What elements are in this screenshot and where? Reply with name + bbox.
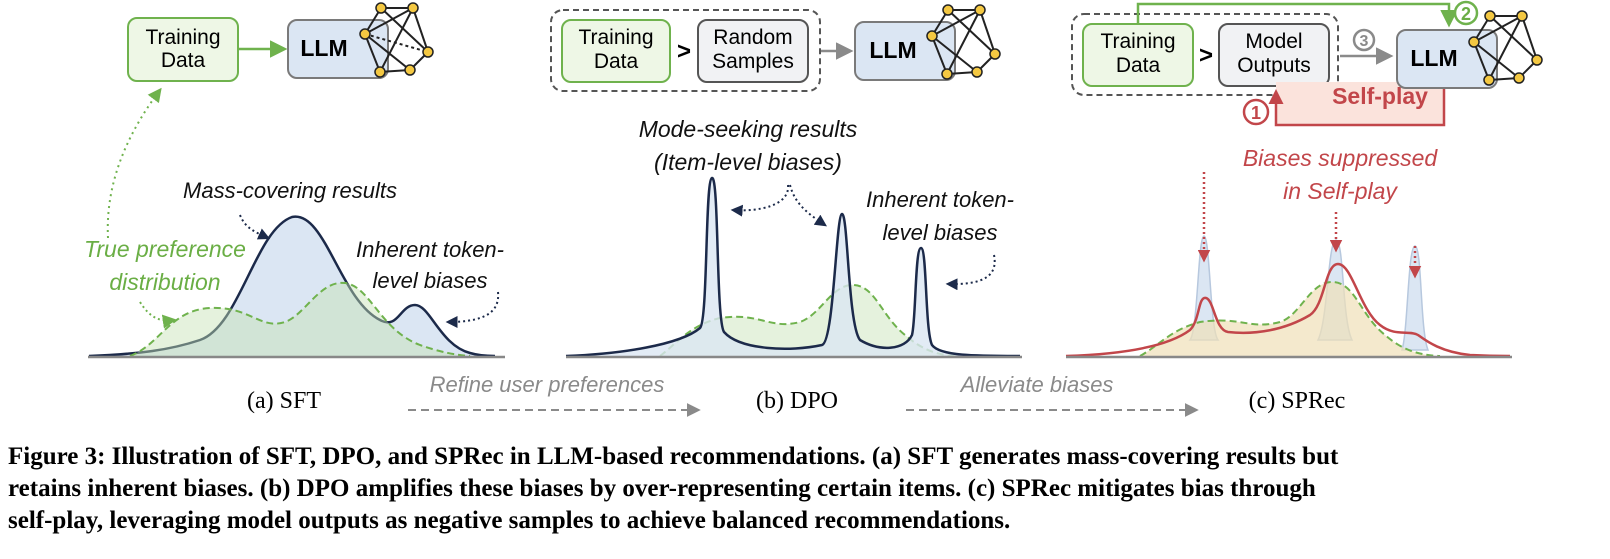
dpo-training-label-1: Training <box>578 26 653 49</box>
sprec-step3-badge: 3 <box>1352 28 1376 52</box>
sft-true-distribution-fill <box>130 282 470 356</box>
sprec-dashed-group <box>1071 13 1339 96</box>
sprec-model-label-2: Outputs <box>1237 54 1311 77</box>
sprec-llm-label: LLM <box>1410 45 1457 71</box>
dpo-panel-label: (b) DPO <box>756 388 838 414</box>
sft-panel-label: (a) SFT <box>247 388 321 414</box>
sft-training-label-2: Data <box>161 49 206 72</box>
sprec-step1-badge: 1 <box>1242 98 1270 126</box>
sft-training-label-1: Training <box>145 26 220 49</box>
svg-text:3: 3 <box>1360 33 1369 50</box>
dpo-learned-distribution-curve <box>565 176 1021 358</box>
dpo-llm-label: LLM <box>869 37 916 63</box>
dpo-token-bias-label-1: Inherent token- <box>866 187 1014 212</box>
dpo-dashed-group <box>550 9 821 92</box>
sprec-true-distribution-curve <box>1139 280 1441 357</box>
sft-training-data-box: Training Data <box>127 17 239 82</box>
dpo-random-label-1: Random <box>713 26 792 49</box>
sprec-gt-symbol: > <box>1199 42 1213 69</box>
sft-mass-covering-label: Mass-covering results <box>183 178 397 203</box>
sft-learned-distribution-curve <box>88 215 496 358</box>
caption-line-3: self-play, leveraging model outputs as n… <box>8 507 1011 534</box>
svg-text:2: 2 <box>1461 4 1471 24</box>
dpo-true-distribution-curve <box>659 283 956 357</box>
sprec-model-outputs-box: Model Outputs <box>1218 23 1330 87</box>
sprec-self-play-loop: Self-play <box>1268 80 1446 127</box>
sprec-training-data-box: Training Data <box>1082 23 1194 87</box>
sprec-panel-label: (c) SPRec <box>1249 388 1346 414</box>
dpo-gt-symbol: > <box>677 38 691 65</box>
sprec-training-label-1: Training <box>1100 30 1175 53</box>
dpo-training-data-box: Training Data <box>561 19 671 83</box>
sft-true-pref-label-2: distribution <box>109 269 220 295</box>
caption-line-1: Figure 3: Illustration of SFT, DPO, and … <box>8 443 1339 470</box>
panel-sft: Training Data LLM Mass- <box>84 2 505 414</box>
sprec-model-label-1: Model <box>1245 30 1302 53</box>
sprec-training-label-2: Data <box>1116 54 1161 77</box>
sft-true-distribution-curve <box>129 281 471 357</box>
dpo-mode-seeking-label-1: Mode-seeking results <box>639 116 858 142</box>
dpo-random-samples-box: Random Samples <box>697 19 809 83</box>
panel-sprec: Training Data > Model Outputs 2 3 Self-p… <box>1065 0 1543 414</box>
transition-refine-label: Refine user preferences <box>430 372 665 397</box>
figure-illustration: Training Data LLM Mass- <box>84 0 1543 417</box>
sprec-step2-badge: 2 <box>1453 0 1479 26</box>
sprec-suppressed-label-2: in Self-play <box>1283 178 1398 204</box>
sprec-step2-arrow <box>1136 2 1458 28</box>
sft-true-pref-pointer <box>106 87 162 239</box>
dpo-token-bias-label-2: level biases <box>883 220 998 245</box>
dpo-mode-seeking-label-2: (Item-level biases) <box>654 149 842 175</box>
sprec-result-curve <box>1065 262 1511 358</box>
dpo-random-label-2: Samples <box>712 50 794 73</box>
figure-caption: Figure 3: Illustration of SFT, DPO, and … <box>8 441 1602 537</box>
sft-llm-label: LLM <box>300 35 347 61</box>
caption-line-2: retains inherent biases. (b) DPO amplifi… <box>8 475 1316 502</box>
panel-dpo: Training Data > Random Samples LLM <box>550 4 1022 414</box>
sft-token-bias-label-2: level biases <box>373 268 488 293</box>
transition-alleviate: Alleviate biases <box>906 372 1199 417</box>
dpo-training-label-2: Data <box>594 50 639 73</box>
transition-alleviate-label: Alleviate biases <box>959 372 1114 397</box>
svg-text:1: 1 <box>1251 103 1261 123</box>
sft-true-pref-label-1: True preference <box>84 236 246 262</box>
sprec-true-distribution-fill <box>1140 282 1440 356</box>
sprec-suppressed-label-1: Biases suppressed <box>1243 145 1439 171</box>
transition-refine: Refine user preferences <box>408 372 701 417</box>
sft-token-bias-label-1: Inherent token- <box>356 237 504 262</box>
